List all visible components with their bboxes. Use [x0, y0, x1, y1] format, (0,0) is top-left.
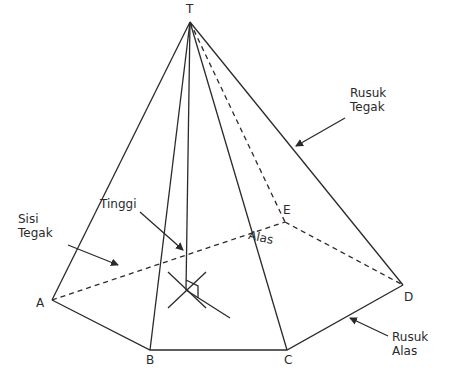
- vertex-label: D: [404, 290, 413, 304]
- vertex-label: B: [146, 353, 154, 367]
- vertex-label: T: [186, 2, 193, 16]
- callout-label: Rusuk Alas: [392, 330, 438, 358]
- vertex-label: A: [36, 296, 44, 310]
- vertex-label: C: [284, 353, 292, 367]
- face-label: Alas: [247, 228, 275, 247]
- vertex-label: E: [283, 203, 291, 217]
- callout-label: Rusuk Tegak: [350, 86, 408, 114]
- callout-label: Tinggi: [100, 197, 136, 211]
- callout-label: Sisi Tegak: [18, 212, 66, 240]
